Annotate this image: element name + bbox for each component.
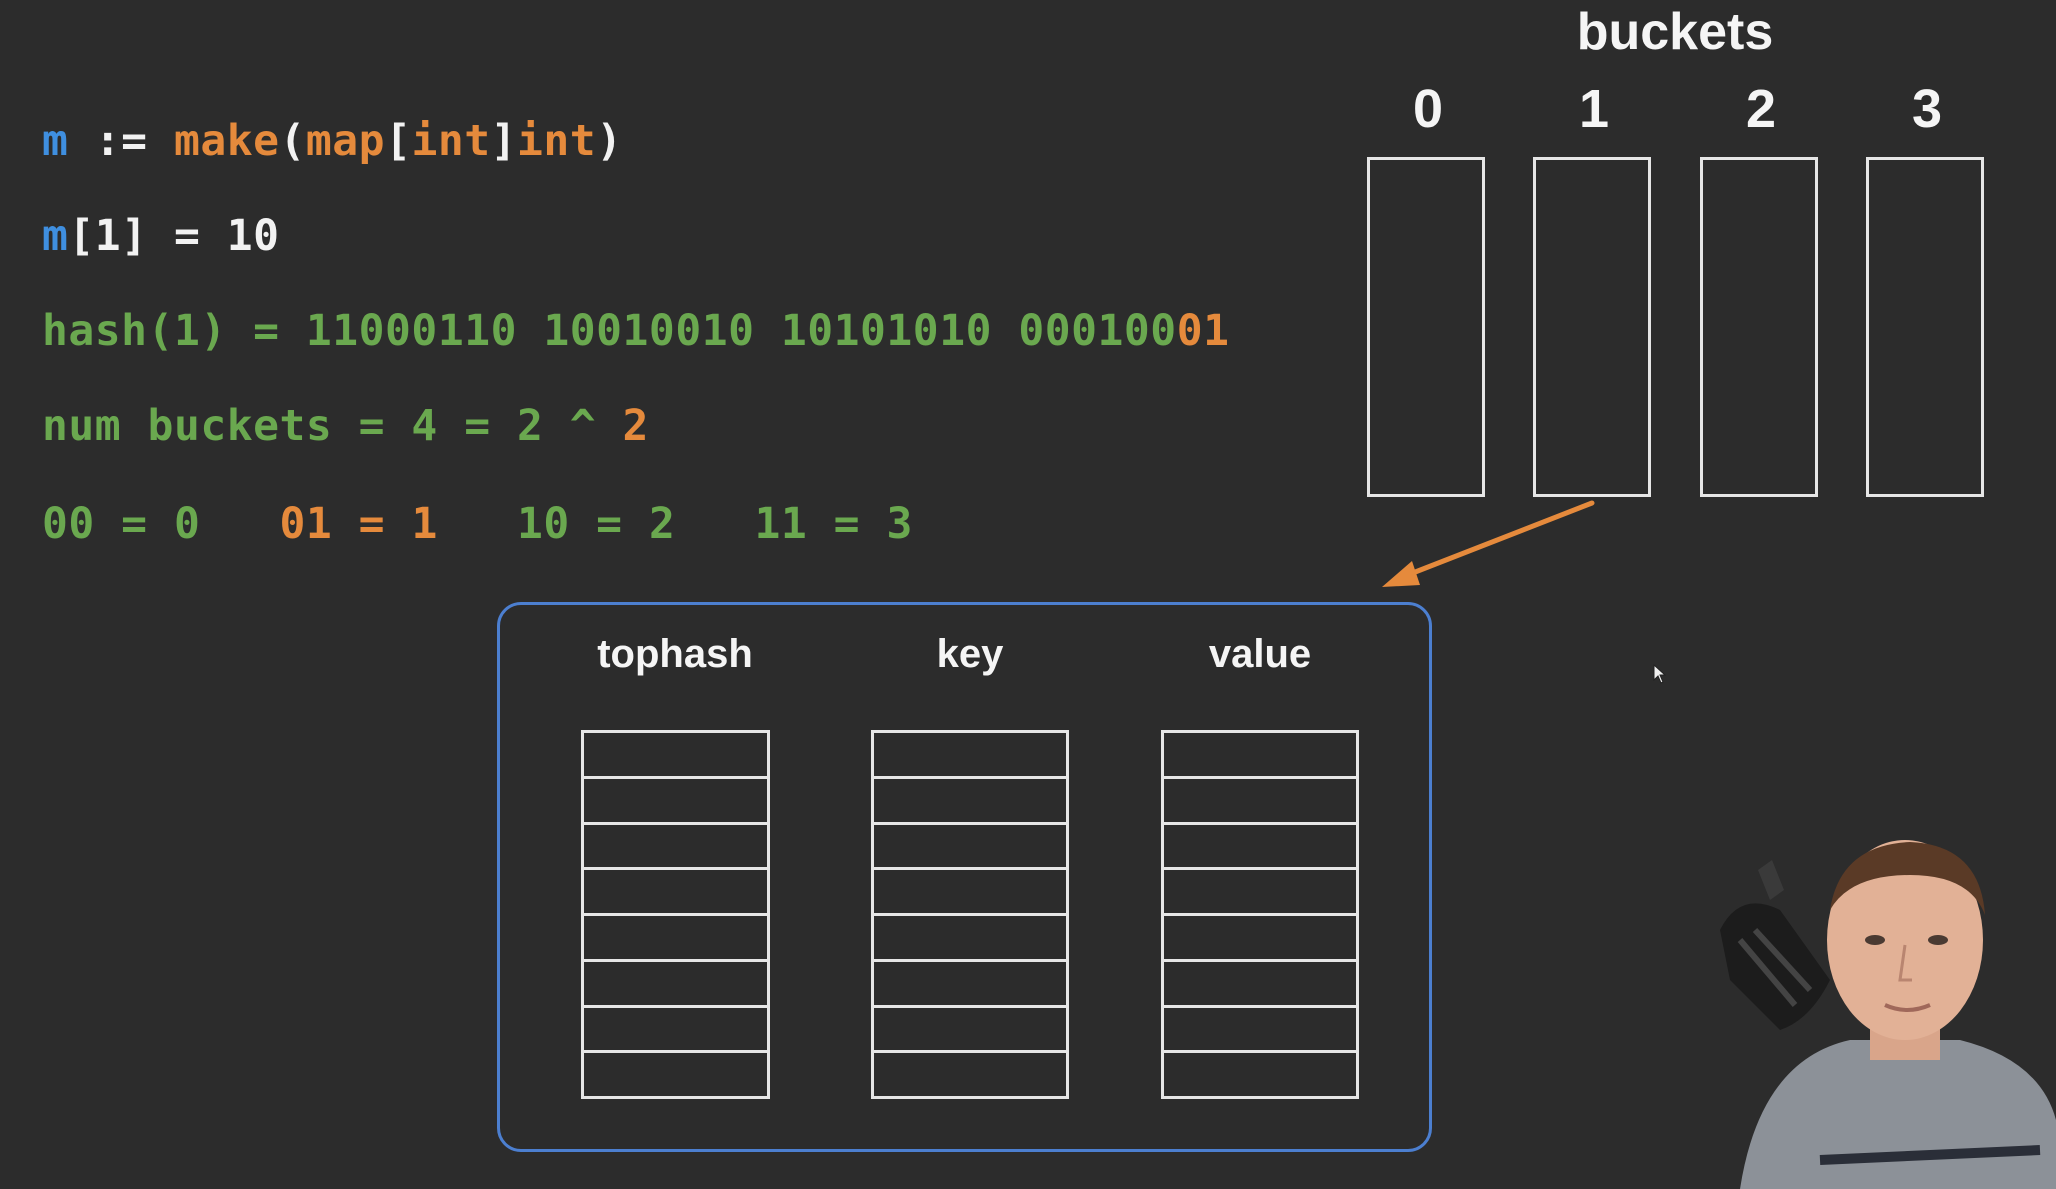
- code-token: ]: [490, 116, 518, 166]
- code-line-make-map: m := make(map[int]int): [42, 116, 623, 166]
- bucket-slot: [584, 733, 767, 779]
- bucket-slot: [584, 779, 767, 825]
- tophash-slots: [581, 730, 770, 1099]
- buckets-title: buckets: [1576, 3, 1774, 61]
- code-token: int: [517, 116, 597, 166]
- bucket-slot: [1164, 779, 1356, 825]
- bucket-slot: [874, 962, 1066, 1008]
- bucket-index-3: 3: [1911, 79, 1943, 139]
- code-line-num-buckets: num buckets = 4 = 2 ^ 2: [42, 401, 649, 451]
- code-token: (: [279, 116, 306, 166]
- bucket-slot: [874, 733, 1066, 779]
- code-token: 2: [622, 401, 649, 451]
- code-token: hash(1) = 11000110 10010010 10101010 000…: [42, 306, 1177, 356]
- bucket-slot: [874, 1053, 1066, 1096]
- code-line-bit-mapping: 00 = 0 01 = 1 10 = 2 11 = 3: [42, 499, 913, 549]
- bucket-box-3: [1866, 157, 1984, 497]
- bucket-box-0: [1367, 157, 1485, 497]
- key-slots: [871, 730, 1069, 1099]
- code-line-hash: hash(1) = 11000110 10010010 10101010 000…: [42, 306, 1229, 356]
- bucket-box-1: [1533, 157, 1651, 497]
- bucket-slot: [874, 1008, 1066, 1054]
- column-header-value: value: [1208, 632, 1312, 676]
- column-header-key: key: [936, 632, 1004, 676]
- bucket-slot: [584, 916, 767, 962]
- bucket-slot: [874, 916, 1066, 962]
- code-token: make: [173, 116, 280, 166]
- bucket-box-2: [1700, 157, 1818, 497]
- bucket-slot: [584, 1053, 767, 1096]
- code-token: 00 = 0: [42, 499, 280, 549]
- code-token: 01 = 1: [279, 499, 438, 549]
- presenter-webcam-image: [1700, 830, 2056, 1189]
- bucket-slot: [1164, 1053, 1356, 1096]
- bucket-index-2: 2: [1745, 79, 1777, 139]
- bucket-slot: [1164, 870, 1356, 916]
- code-token: 10 = 2 11 = 3: [437, 499, 913, 549]
- bucket-slot: [584, 1008, 767, 1054]
- code-token: 01: [1176, 306, 1230, 356]
- code-line-assign: m[1] = 10: [42, 211, 280, 261]
- bucket-slot: [874, 870, 1066, 916]
- bucket-detail-panel: [497, 602, 1432, 1152]
- bucket-index-0: 0: [1412, 79, 1444, 139]
- bucket-slot: [1164, 733, 1356, 779]
- bucket-slot: [1164, 825, 1356, 871]
- code-token: int: [411, 116, 491, 166]
- bucket-slot: [584, 870, 767, 916]
- bucket-slot: [584, 962, 767, 1008]
- code-token: :=: [68, 116, 174, 166]
- bucket-index-1: 1: [1578, 79, 1610, 139]
- code-token: map: [305, 116, 386, 166]
- arrow-head-icon: [1382, 561, 1420, 587]
- bucket-slot: [874, 825, 1066, 871]
- bucket-slot: [874, 779, 1066, 825]
- bucket-slot: [584, 825, 767, 871]
- code-token: [1] = 10: [68, 211, 280, 261]
- value-slots: [1161, 730, 1359, 1099]
- bucket-slot: [1164, 1008, 1356, 1054]
- mouse-cursor-icon: [1653, 664, 1667, 684]
- code-token: m: [42, 116, 69, 166]
- code-token: ): [596, 116, 623, 166]
- code-token: [: [385, 116, 412, 166]
- bucket-slot: [1164, 962, 1356, 1008]
- code-token: num buckets = 4 = 2 ^: [42, 401, 623, 451]
- column-header-tophash: tophash: [597, 632, 753, 676]
- bucket-slot: [1164, 916, 1356, 962]
- code-token: m: [42, 211, 69, 261]
